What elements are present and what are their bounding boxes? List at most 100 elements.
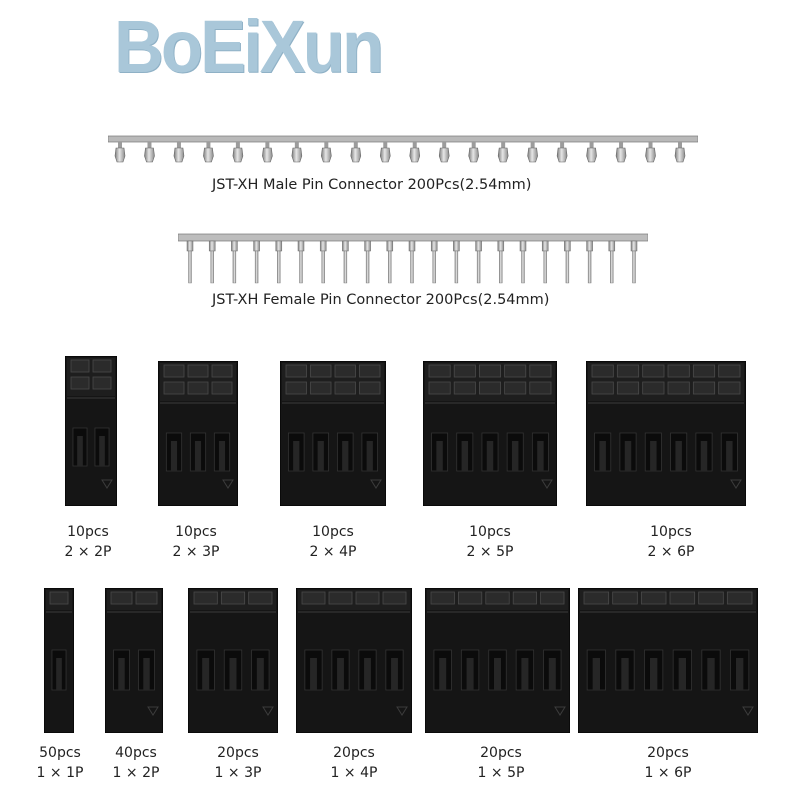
pin-opening bbox=[616, 381, 640, 395]
caption-qty: 20pcs bbox=[217, 745, 259, 761]
housing-2x5 bbox=[423, 361, 557, 506]
polarity-mark bbox=[370, 479, 382, 489]
latch-tab bbox=[439, 658, 447, 690]
carrier-strip bbox=[108, 135, 698, 143]
housing-1x2 bbox=[105, 588, 163, 733]
pin-neck bbox=[206, 142, 211, 148]
pin-opening bbox=[334, 364, 356, 378]
pin-neck bbox=[235, 142, 240, 148]
caption-size: 1 × 1P bbox=[36, 765, 84, 781]
pin-crimp bbox=[541, 240, 549, 252]
pin-neck bbox=[589, 142, 594, 148]
female-pin bbox=[476, 250, 481, 284]
pin-opening bbox=[355, 591, 380, 605]
pin-opening bbox=[485, 591, 510, 605]
pin-neck bbox=[412, 142, 417, 148]
caption-qty: 10pcs bbox=[175, 524, 217, 540]
pin-opening bbox=[135, 591, 158, 605]
pin-opening bbox=[529, 364, 552, 378]
latch-tab bbox=[548, 658, 556, 690]
pin-opening bbox=[187, 381, 209, 395]
pin-opening bbox=[591, 364, 614, 378]
caption-qty: 50pcs bbox=[39, 745, 81, 761]
male-pin bbox=[114, 147, 126, 163]
pin-opening bbox=[70, 359, 90, 373]
female-pin bbox=[299, 250, 303, 284]
male-pin bbox=[527, 147, 538, 163]
female-pin bbox=[254, 250, 259, 284]
latch-tab bbox=[493, 658, 502, 690]
pin-crimp bbox=[630, 240, 638, 252]
caption-2x6: 10pcs 2 × 6P bbox=[626, 522, 716, 562]
pin-opening bbox=[428, 364, 451, 378]
pin-opening bbox=[667, 364, 690, 378]
female-pin bbox=[365, 250, 370, 284]
housing-2x2 bbox=[65, 356, 117, 506]
caption-size: 1 × 6P bbox=[644, 765, 692, 781]
pin-opening bbox=[430, 591, 455, 605]
pin-neck bbox=[265, 142, 270, 148]
housing-2x4 bbox=[280, 361, 386, 506]
latch-tab bbox=[99, 436, 105, 466]
female-pin bbox=[277, 250, 281, 284]
pin-opening bbox=[310, 381, 332, 395]
latch-tab bbox=[599, 441, 606, 471]
polarity-mark bbox=[730, 479, 742, 489]
caption-1x1: 50pcs 1 × 1P bbox=[15, 743, 105, 783]
latch-tab bbox=[194, 441, 202, 471]
latch-tab bbox=[342, 441, 349, 471]
pin-opening bbox=[669, 591, 696, 605]
male-pin bbox=[615, 147, 627, 163]
pin-opening bbox=[453, 381, 476, 395]
pin-crimp bbox=[475, 240, 482, 252]
male-pin bbox=[262, 147, 273, 163]
latch-tab bbox=[366, 441, 373, 471]
pin-opening bbox=[718, 364, 741, 378]
pin-opening bbox=[163, 381, 185, 395]
pin-neck bbox=[442, 142, 447, 148]
pin-opening bbox=[382, 591, 407, 605]
male-pin bbox=[468, 147, 479, 163]
caption-qty: 10pcs bbox=[469, 524, 511, 540]
pin-opening bbox=[642, 381, 665, 395]
pin-opening bbox=[285, 364, 307, 378]
pin-opening bbox=[504, 364, 527, 378]
pin-neck bbox=[383, 142, 388, 148]
housing-1x3 bbox=[188, 588, 278, 733]
pin-crimp bbox=[519, 240, 527, 252]
latch-tab bbox=[218, 441, 226, 471]
pin-opening bbox=[92, 376, 112, 390]
latch-tab bbox=[143, 658, 150, 690]
pin-neck bbox=[648, 142, 653, 148]
female-pin bbox=[610, 250, 614, 284]
latch-tab bbox=[537, 441, 544, 471]
latch-tab bbox=[650, 441, 657, 471]
latch-tab bbox=[621, 658, 629, 690]
pin-opening bbox=[612, 591, 638, 605]
pin-crimp bbox=[564, 240, 571, 252]
housing-top-face bbox=[298, 590, 410, 610]
latch-tab bbox=[337, 658, 344, 690]
latch-tab bbox=[678, 658, 687, 690]
male-pin bbox=[497, 147, 509, 163]
pin-crimp bbox=[430, 240, 438, 252]
housing-1x1 bbox=[44, 588, 74, 733]
pin-neck bbox=[176, 142, 181, 148]
pin-opening bbox=[692, 381, 716, 395]
male-pin bbox=[379, 147, 391, 163]
pin-opening bbox=[92, 359, 112, 373]
polarity-mark bbox=[396, 706, 408, 716]
pin-crimp bbox=[231, 240, 238, 252]
caption-2x4: 10pcs 2 × 4P bbox=[288, 522, 378, 562]
female-pin-strip-label: JST-XH Female Pin Connector 200Pcs(2.54m… bbox=[212, 292, 550, 308]
polarity-mark bbox=[222, 479, 234, 489]
caption-1x4: 20pcs 1 × 4P bbox=[309, 743, 399, 783]
caption-size: 1 × 3P bbox=[214, 765, 262, 781]
female-pin-strip-image bbox=[178, 233, 648, 284]
pin-crimp bbox=[208, 240, 216, 252]
male-pin bbox=[232, 147, 244, 163]
latch-tab bbox=[511, 441, 519, 471]
pin-opening bbox=[698, 591, 724, 605]
male-pin bbox=[350, 147, 362, 163]
polarity-mark bbox=[147, 706, 159, 716]
